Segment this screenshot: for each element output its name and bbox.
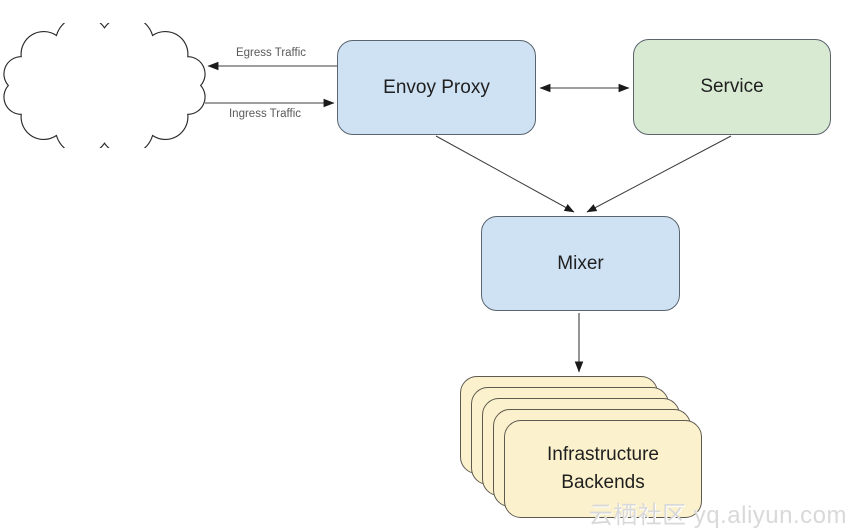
- envoy-mixer-arrow: [435, 135, 575, 213]
- service-node: Service: [633, 39, 831, 135]
- ingress-traffic-label: Ingress Traffic: [228, 108, 301, 120]
- watermark: 云栖社区 yq.aliyun.com: [588, 502, 847, 529]
- infrastructure-backends-node: Infrastructure Backends: [504, 420, 702, 518]
- service-label: Service: [700, 76, 764, 98]
- infrastructure-backends-label: Infrastructure Backends: [547, 444, 659, 493]
- mixer-node: Mixer: [481, 216, 680, 311]
- envoy-proxy-label: Envoy Proxy: [383, 76, 490, 98]
- cloud-icon: [3, 23, 206, 148]
- service-mixer-arrow: [586, 135, 732, 213]
- envoy-proxy-node: Envoy Proxy: [337, 40, 536, 135]
- cloud-outline: [3, 23, 206, 148]
- egress-traffic-label: Egress Traffic: [235, 47, 307, 59]
- mixer-label: Mixer: [557, 252, 604, 274]
